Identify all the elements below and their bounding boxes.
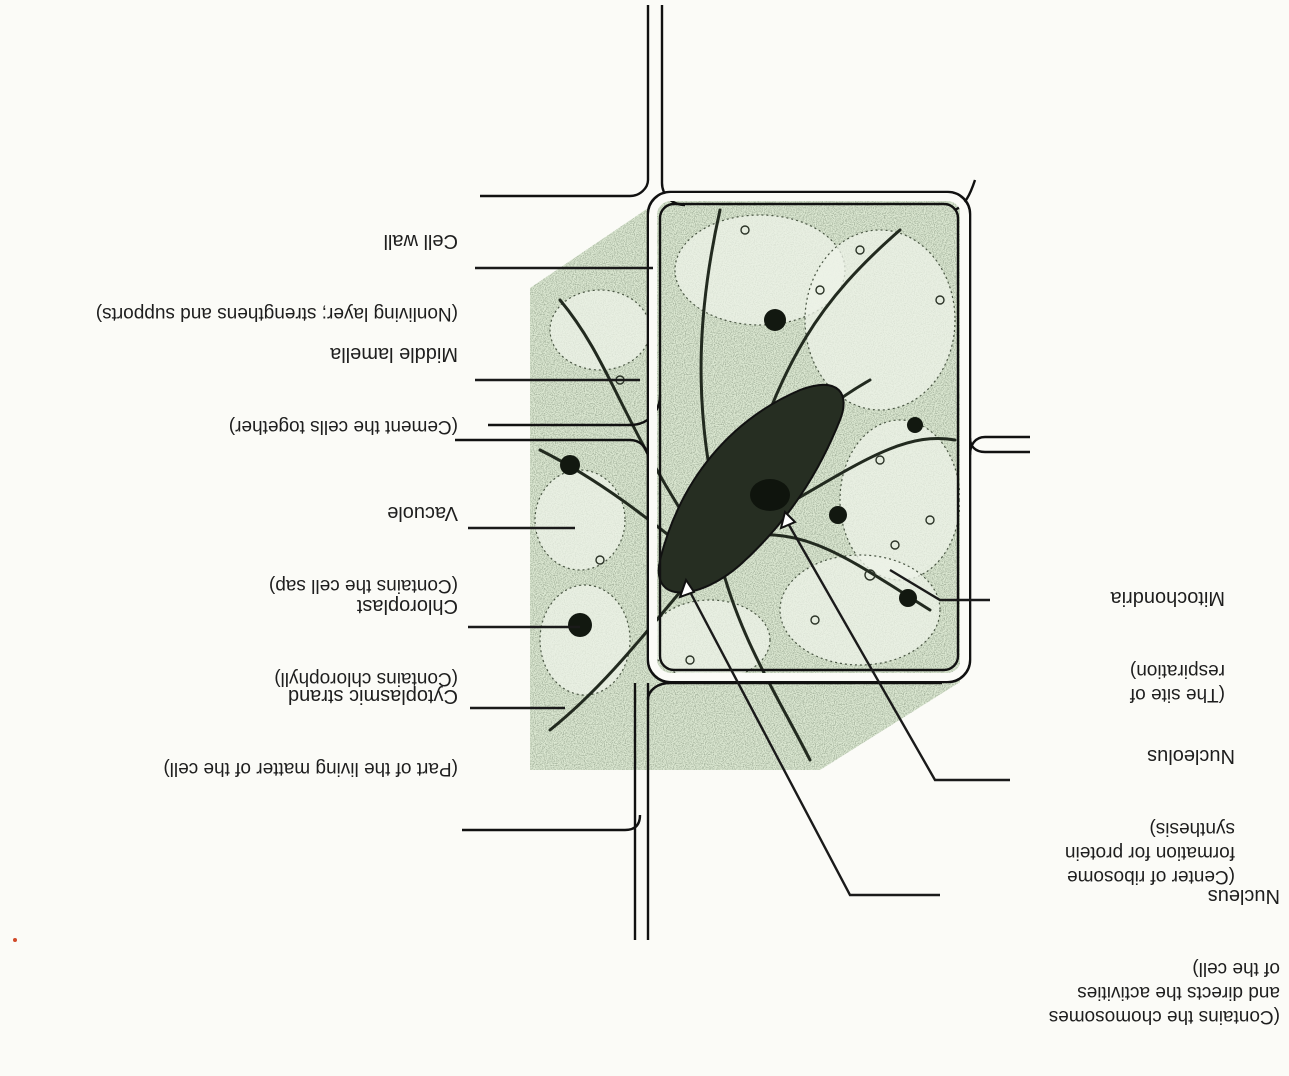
nucleus-desc: (Contains the chomosomes and directs the… xyxy=(990,956,1280,1028)
cytoplasmic-strand-title: Cytoplasmic strand xyxy=(80,684,458,708)
speck xyxy=(13,938,17,942)
vacuole-title: Vacuole xyxy=(210,501,458,525)
cytoplasmic-strand-label: (Part of the living matter of the cell) … xyxy=(80,660,458,828)
middle-lamella-title: Middle lamella xyxy=(160,342,458,366)
cell-wall-title: Cell wall xyxy=(0,229,458,253)
middle-lamella-label: (Cement the cells together) Middle lamel… xyxy=(160,318,458,486)
mitochondria-desc: (The site of respiration) xyxy=(1020,658,1225,706)
cytoplasmic-strand-desc: (Part of the living matter of the cell) xyxy=(80,756,458,780)
mitochondria-title: Mitochondria xyxy=(1020,586,1225,610)
nucleolus-title: Nucleolus xyxy=(1010,744,1235,768)
nucleus-label: (Contains the chomosomes and directs the… xyxy=(990,860,1280,1076)
nucleolus xyxy=(750,479,790,511)
middle-lamella-desc: (Cement the cells together) xyxy=(160,414,458,438)
plant-cell-diagram: (Nonliving layer; strengthens and suppor… xyxy=(0,0,1289,991)
chloroplast-title: Chloroplast xyxy=(210,594,458,618)
nucleus-title: Nucleus xyxy=(990,884,1280,908)
